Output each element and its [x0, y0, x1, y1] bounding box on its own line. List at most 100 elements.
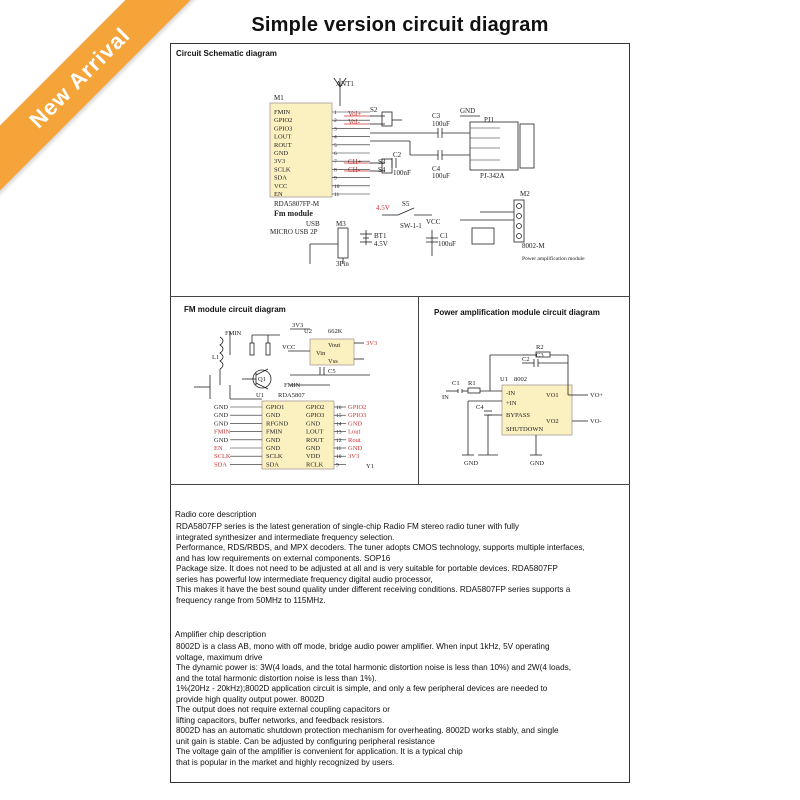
m1-pin-number: 7 [334, 159, 337, 165]
radio-text-line: integrated synthesizer and intermediate … [176, 532, 395, 542]
fm-left-net-6: SCLK [214, 453, 231, 460]
fm-l1-label: L1 [212, 354, 219, 361]
fm-chip-label: RDA5807 [278, 392, 305, 399]
s5-label: S5 [402, 200, 410, 208]
radio-text-line: Performance, RDS/RBDS, and MPX decoders.… [176, 543, 585, 552]
fm-right-num-1: 15 [336, 413, 342, 419]
amp-u1-label: U1 [500, 376, 508, 383]
fm-left-pin-0: GPIO1 [266, 404, 284, 411]
radio-text-line: series has powerful low intermediate fre… [176, 574, 433, 584]
s3-label: S3 [378, 158, 386, 166]
amp-text-line: that is popular in the market and highly… [176, 757, 395, 767]
vol-minus-label: Vol- [348, 118, 361, 126]
radio-text-line: RDA5807FP series is the latest generatio… [176, 522, 519, 531]
amp-vo-plus-label: VO+ [590, 392, 603, 399]
diagram-frame [170, 43, 630, 783]
c3-value: 100uF [432, 120, 450, 128]
fm-vss-label: Vss [328, 358, 338, 365]
fm-left-pin-6: SCLK [266, 453, 283, 460]
usb-label: USB [306, 220, 320, 228]
sw-label: SW-1-1 [400, 222, 422, 230]
m1-pin-3: LOUT [274, 134, 291, 141]
amp-c2-label: C2 [522, 356, 530, 363]
fm-right-num-2: 14 [336, 421, 342, 427]
radio-text-line: and has low requirements on external com… [176, 553, 391, 563]
fm-left-pin-5: GND [266, 445, 280, 452]
ant1-label: ANT1 [336, 80, 354, 88]
m3-label: M3 [336, 220, 346, 228]
amp-c3-label: C3 [536, 352, 544, 359]
c4-label: C4 [432, 165, 441, 173]
divider-top [170, 296, 630, 297]
fm-right-net-0: GPIO2 [348, 404, 366, 411]
amp-text-line: voltage, maximum drive [176, 652, 263, 662]
s2-label: S2 [370, 106, 378, 114]
fm-right-net-3: Lout [348, 429, 360, 436]
fm-3v3-label: 3V3 [292, 322, 303, 329]
m1-pin-0: FMIN [274, 109, 291, 116]
m1-pin-number: 10 [334, 184, 340, 190]
fm-right-pin-0: GPIO2 [306, 404, 324, 411]
divider-bottom [170, 484, 630, 485]
c1-label: C1 [440, 232, 449, 240]
gnd-label: GND [460, 107, 475, 115]
schematic-diagram: ANT1 M1 RDA5807FP-M Fm module S2 Vol+ Vo… [269, 77, 585, 268]
m1-pin-10: EN [274, 191, 283, 198]
vol-plus-label: Vol+ [348, 110, 362, 118]
m1-pin-number: 5 [334, 143, 337, 149]
fm-right-net-2: GND [348, 420, 362, 427]
amp-gnd-left-label: GND [464, 460, 478, 467]
radio-text-line: frequency range from 50MHz to 115MHz. [176, 595, 326, 605]
fm-right-num-6: 10 [336, 454, 342, 460]
fm-right-pin-3: LOUT [306, 429, 323, 436]
c2-value: 100nF [393, 169, 411, 177]
amp-c4-label: C4 [476, 404, 484, 411]
amp-text-line: unit gain is stable. Can be adjusted by … [176, 736, 435, 746]
fm-u1-label: U1 [256, 392, 264, 399]
schematic-section-title: Circuit Schematic diagram [176, 49, 277, 58]
fm-right-num-3: 13 [336, 430, 342, 436]
fm-y1-label: Y1 [366, 463, 374, 470]
amp-in-label: IN [442, 394, 449, 401]
amp-text-line: lifting capacitors, buffer networks, and… [176, 715, 385, 725]
fm-right-num-5: 11 [336, 446, 342, 452]
3pin-label: 3Pin [336, 260, 349, 268]
m1-pin-7: SCLK [274, 166, 291, 173]
fm-section-title: FM module circuit diagram [184, 305, 286, 314]
amp-text-line: 8002D has an automatic shutdown protecti… [176, 726, 559, 735]
power-amp-module-label: Power amplification module [522, 255, 585, 262]
m1-pin-number: 3 [334, 126, 337, 132]
amp-c1-label: C1 [452, 380, 460, 387]
fm-3v3-out-label: 3V3 [366, 340, 377, 347]
amp-vo1-label: VO1 [546, 392, 559, 399]
fm-right-num-0: 16 [336, 405, 342, 411]
m1-label: M1 [274, 94, 284, 102]
fm-right-net-5: GND [348, 445, 362, 452]
fm-left-pin-3: FMIN [266, 429, 283, 436]
amp-pin-shutdown: SHUTDOWN [506, 426, 543, 433]
radio-text-line: This makes it have the best sound qualit… [176, 585, 571, 594]
amp-r1-label: R1 [468, 380, 476, 387]
c4-value: 100uF [432, 172, 450, 180]
chip-label: RDA5807FP-M [274, 200, 320, 208]
fm-right-pin-6: VDD [306, 453, 320, 460]
ch-plus-label: CH+ [348, 158, 362, 166]
m1-pin-9: VCC [274, 183, 287, 190]
fm-vcc-label: VCC [282, 344, 295, 351]
fm-right-net-1: GPIO3 [348, 412, 366, 419]
amp-text-line: and the total harmonic distortion noise … [176, 673, 377, 683]
fm-right-pin-1: GPIO3 [306, 412, 324, 419]
c1-vcc-label: VCC [426, 218, 441, 226]
fm-q1-label: Q1 [258, 376, 266, 383]
fm-right-num-4: 12 [336, 438, 342, 444]
fm-vin-label: Vin [316, 350, 326, 357]
fm-vout-label: Vout [328, 342, 340, 349]
m1-pin-number: 11 [334, 192, 340, 198]
fm-reg-label: 662K [328, 328, 343, 335]
fm-left-net-2: GND [214, 420, 228, 427]
pj1-label: PJ1 [484, 116, 495, 124]
m1-pin-number: 9 [334, 176, 337, 182]
amp-gnd-label: GND [530, 460, 544, 467]
m1-pin-6: 3V3 [274, 158, 285, 165]
